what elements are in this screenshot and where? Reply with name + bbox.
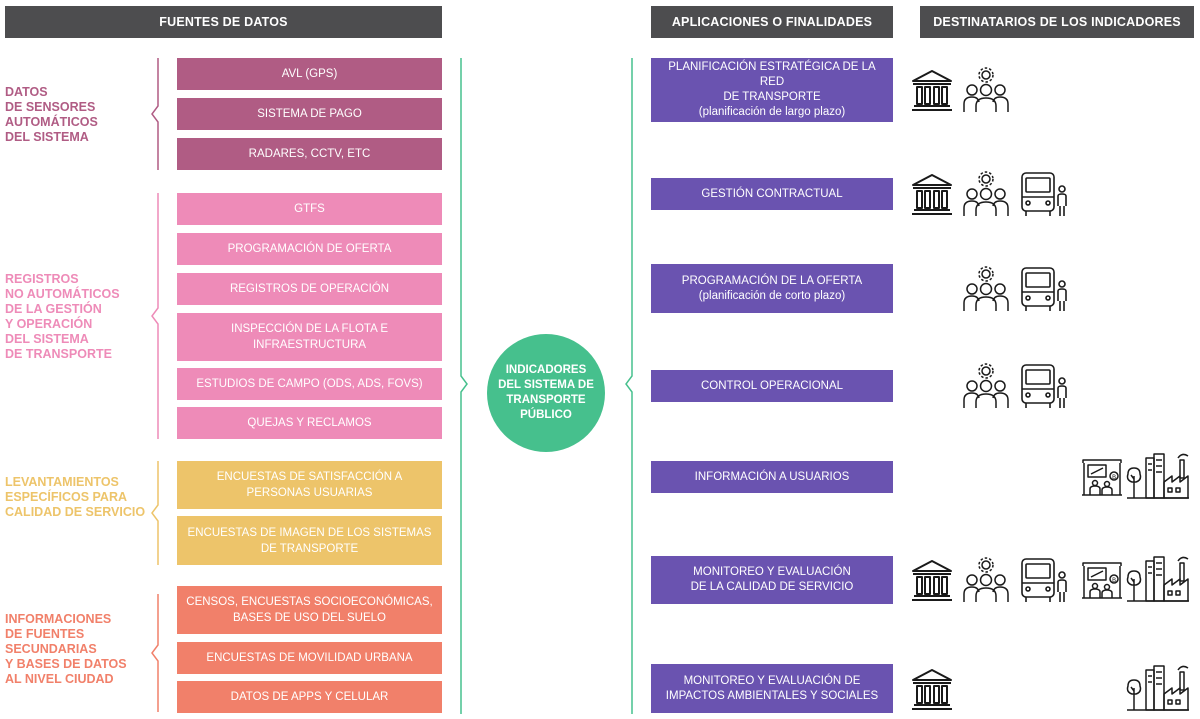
bus-stop-users-icon: B — [1081, 457, 1123, 497]
app-informacion-a-usuarios: INFORMACIÓN A USUARIOS — [651, 461, 893, 493]
bus-operator-icon — [1020, 556, 1068, 604]
source-quejas-y-reclamos: QUEJAS Y RECLAMOS — [177, 407, 442, 439]
svg-text:B: B — [1112, 577, 1116, 584]
header-aplicaciones: APLICACIONES O FINALIDADES — [651, 6, 893, 38]
svg-text:B: B — [1112, 474, 1116, 481]
operator-team-icon — [962, 362, 1010, 410]
operator-team-icon — [962, 265, 1010, 313]
source-sistema-de-pago: SISTEMA DE PAGO — [177, 98, 442, 130]
city-environment-icon — [1126, 664, 1190, 714]
group-bracket-informaciones — [151, 594, 159, 712]
group-label-informaciones: INFORMACIONES DE FUENTES SECUNDARIAS Y B… — [5, 612, 127, 686]
group-bracket-levantamientos — [151, 461, 159, 565]
center-indicadores-circle: INDICADORES DEL SISTEMA DE TRANSPORTE PÚ… — [487, 334, 605, 452]
header-fuentes-de-datos: FUENTES DE DATOS — [5, 6, 442, 38]
app-monitoreo-impactos: MONITOREO Y EVALUACIÓN DE IMPACTOS AMBIE… — [651, 664, 893, 713]
city-environment-icon — [1126, 452, 1190, 502]
government-building-icon — [910, 68, 954, 112]
app-programacion-de-la-oferta: PROGRAMACIÓN DE LA OFERTA (planificación… — [651, 264, 893, 313]
center-bracket-left — [460, 58, 468, 714]
app-gestion-contractual: GESTIÓN CONTRACTUAL — [651, 178, 893, 210]
group-bracket-sensores — [151, 58, 159, 170]
bus-operator-icon — [1020, 265, 1068, 313]
app-control-operacional: CONTROL OPERACIONAL — [651, 370, 893, 402]
app-planificacion-estrategica: PLANIFICACIÓN ESTRATÉGICA DE LA RED DE T… — [651, 58, 893, 122]
source-datos-apps-celular: DATOS DE APPS Y CELULAR — [177, 681, 442, 713]
source-encuestas-satisfaccion: ENCUESTAS DE SATISFACCIÓN A PERSONAS USU… — [177, 461, 442, 509]
bus-stop-users-icon: B — [1081, 560, 1123, 600]
operator-team-icon — [962, 170, 1010, 218]
group-label-registros: REGISTROS NO AUTOMÁTICOS DE LA GESTIÓN Y… — [5, 272, 120, 361]
operator-team-icon — [962, 556, 1010, 604]
source-encuestas-imagen: ENCUESTAS DE IMAGEN DE LOS SISTEMAS DE T… — [177, 516, 442, 565]
group-label-sensores: DATOS DE SENSORES AUTOMÁTICOS DEL SISTEM… — [5, 85, 98, 144]
group-label-levantamientos: LEVANTAMIENTOS ESPECÍFICOS PARA CALIDAD … — [5, 475, 146, 519]
source-registros-de-operacion: REGISTROS DE OPERACIÓN — [177, 273, 442, 305]
bus-operator-icon — [1020, 170, 1068, 218]
city-environment-icon — [1126, 555, 1190, 605]
group-bracket-registros — [151, 193, 159, 439]
header-destinatarios: DESTINATARIOS DE LOS INDICADORES — [920, 6, 1194, 38]
government-building-icon — [910, 558, 954, 602]
source-radares-cctv: RADARES, CCTV, ETC — [177, 138, 442, 170]
operator-team-icon — [962, 66, 1010, 114]
app-monitoreo-calidad: MONITOREO Y EVALUACIÓN DE LA CALIDAD DE … — [651, 556, 893, 604]
source-estudios-de-campo: ESTUDIOS DE CAMPO (ODS, ADS, FOVS) — [177, 368, 442, 400]
source-encuestas-movilidad: ENCUESTAS DE MOVILIDAD URBANA — [177, 642, 442, 674]
source-avl-gps: AVL (GPS) — [177, 58, 442, 90]
source-gtfs: GTFS — [177, 193, 442, 225]
bus-operator-icon — [1020, 362, 1068, 410]
source-programacion-de-oferta: PROGRAMACIÓN DE OFERTA — [177, 233, 442, 265]
source-censos-encuestas: CENSOS, ENCUESTAS SOCIOECONÓMICAS, BASES… — [177, 586, 442, 634]
government-building-icon — [910, 667, 954, 711]
government-building-icon — [910, 172, 954, 216]
source-inspeccion-flota: INSPECCIÓN DE LA FLOTA E INFRAESTRUCTURA — [177, 313, 442, 361]
center-bracket-right — [625, 58, 633, 714]
